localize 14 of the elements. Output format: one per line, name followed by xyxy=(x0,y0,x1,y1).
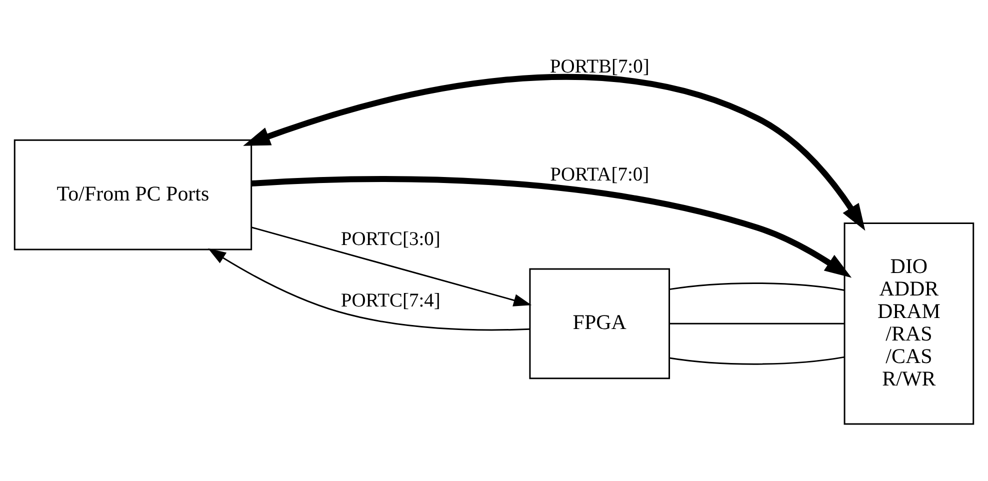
connector xyxy=(669,356,845,365)
edge-label: PORTC[3:0] xyxy=(340,228,440,250)
edge-label: PORTA[7:0] xyxy=(550,164,650,186)
connector xyxy=(669,282,845,291)
node-box: DIO ADDR DRAM /RAS /CAS R/WR xyxy=(844,222,974,425)
node-box: To/From PC Ports xyxy=(14,139,252,250)
arrow xyxy=(243,74,866,231)
connector xyxy=(669,322,844,324)
edge-label: PORTC[7:4] xyxy=(340,290,440,312)
node-box: FPGA xyxy=(529,268,670,380)
arrow xyxy=(208,248,530,331)
arrow xyxy=(251,226,532,306)
arrow xyxy=(251,176,852,278)
edge-label: PORTB[7:0] xyxy=(550,56,650,78)
